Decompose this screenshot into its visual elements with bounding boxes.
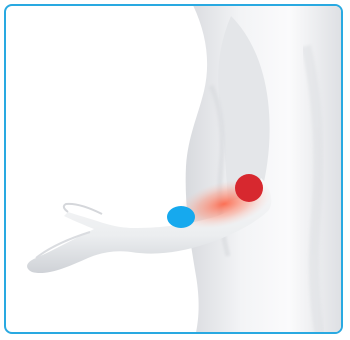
- red-marker-dot: [235, 174, 263, 202]
- image-frame: [4, 4, 343, 334]
- body-illustration: [6, 6, 343, 334]
- fingers: [64, 204, 102, 214]
- blue-marker-dot: [167, 206, 195, 228]
